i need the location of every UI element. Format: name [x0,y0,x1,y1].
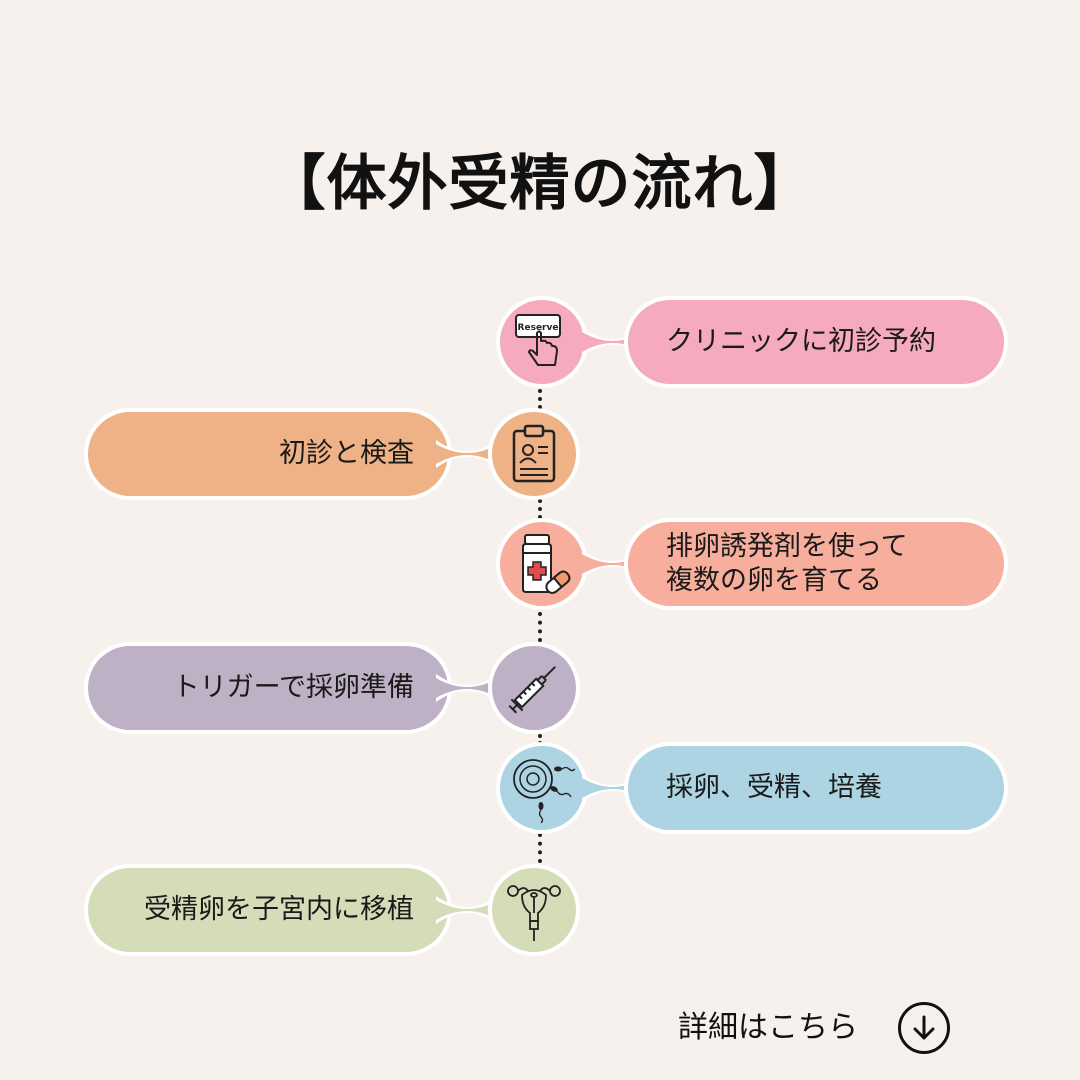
step-label-pill: 排卵誘発剤を使って 複数の卵を育てる [628,522,1004,606]
step-label: 排卵誘発剤を使って 複数の卵を育てる [628,530,908,598]
clipboard-icon [512,424,556,483]
step-label-pill: クリニックに初診予約 [628,300,1004,384]
step-label: 初診と検査 [279,438,414,470]
flow-step-reserve: Reserve クリニックに初診予約 [496,296,1008,388]
details-button[interactable] [898,1002,950,1054]
syringe-icon [508,666,556,714]
step-connector [582,774,644,802]
step-label: トリガーで採卵準備 [172,672,414,704]
medicine-bottle-icon [522,534,571,594]
step-connector [582,328,644,356]
step-label-pill: トリガーで採卵準備 [88,646,448,730]
timeline-connector [538,612,542,642]
step-label-pill: 受精卵を子宮内に移植 [88,868,448,952]
step-label-line: 複数の卵を育てる [666,565,882,596]
flow-step-exam: 初診と検査 [84,408,580,500]
details-link[interactable]: 詳細はこちら [678,1010,858,1045]
step-icon-circle [492,412,576,496]
step-label: 受精卵を子宮内に移植 [144,894,414,926]
step-connector [582,550,644,578]
uterus-icon [507,885,561,941]
step-icon-circle [492,646,576,730]
page-title: 【体外受精の流れ】 [265,149,815,219]
step-icon-circle [500,746,584,830]
timeline-connector [538,833,542,863]
step-label-pill: 初診と検査 [88,412,448,496]
step-label: 採卵、受精、培養 [666,772,882,804]
step-icon-circle [492,868,576,952]
timeline-connector [538,727,542,745]
reserve-click-icon: Reserve [515,314,561,366]
flow-step-ovulation-drug: 排卵誘発剤を使って 複数の卵を育てる [496,518,1008,610]
timeline-connector [538,389,542,409]
step-icon-circle [500,522,584,606]
step-icon-circle: Reserve [500,300,584,384]
arrow-down-circle-icon [913,1015,935,1040]
egg-sperm-icon [513,759,576,823]
step-label-line: 排卵誘発剤を使って [666,531,908,563]
flow-step-trigger: トリガーで採卵準備 [84,642,580,734]
step-connector [436,896,498,924]
step-label-pill: 採卵、受精、培養 [628,746,1004,830]
flow-step-embryo-transfer: 受精卵を子宮内に移植 [84,864,580,956]
step-label: クリニックに初診予約 [666,326,936,358]
timeline-connector [538,499,542,519]
step-connector [436,674,498,702]
step-connector [436,440,498,468]
flow-step-egg-retrieval: 採卵、受精、培養 [496,742,1008,834]
reserve-icon-text: Reserve [518,323,559,333]
